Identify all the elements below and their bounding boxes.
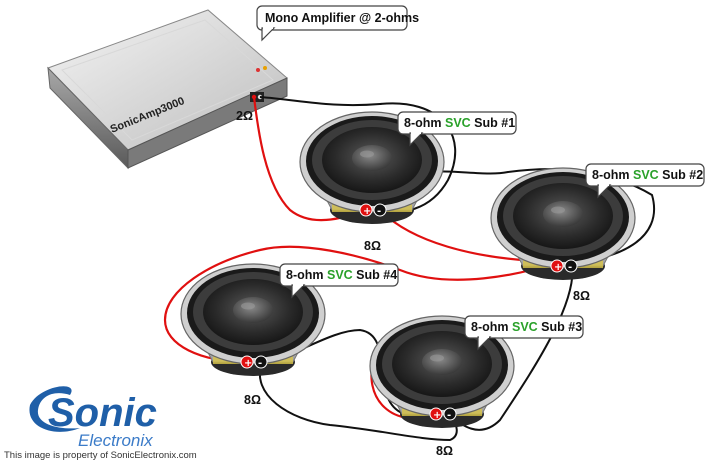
sub-4-number: Sub #4 bbox=[353, 268, 398, 282]
subwoofer-callouts: 8-ohm SVC Sub #18-ohm SVC Sub #28-ohm SV… bbox=[279, 111, 705, 351]
svg-text:+: + bbox=[244, 358, 252, 369]
svg-text:-: - bbox=[568, 262, 572, 273]
subwoofers: +-8Ω+-8Ω+-8Ω+-8Ω bbox=[180, 111, 636, 458]
logo-swoosh-icon bbox=[29, 386, 80, 432]
sonic-electronix-logo: Sonic Electronix bbox=[29, 386, 157, 450]
sub-3-impedance-label: 8Ω bbox=[436, 444, 453, 458]
amplifier-callout-text: Mono Amplifier @ 2-ohms bbox=[265, 11, 419, 25]
sub-1-callout: 8-ohm SVC Sub #1 bbox=[397, 111, 517, 147]
sub-2-coil-type: SVC bbox=[633, 168, 659, 182]
subwoofer-4: +- 8Ω bbox=[180, 263, 326, 407]
sub-4-positive-terminal: + bbox=[240, 355, 254, 369]
svg-text:-: - bbox=[377, 206, 381, 217]
sub4-negative-loop-wire bbox=[259, 361, 458, 442]
sub-3-number: Sub #3 bbox=[538, 320, 583, 334]
sub-2-number: Sub #2 bbox=[659, 168, 704, 182]
sub-4-impedance-rating: 8-ohm bbox=[286, 268, 327, 282]
amplifier-callout: Mono Amplifier @ 2-ohms bbox=[256, 5, 419, 42]
sub-1-number: Sub #1 bbox=[471, 116, 516, 130]
sub-4-impedance-label: 8Ω bbox=[244, 393, 261, 407]
sub2-to-sub3-negative-wire bbox=[449, 261, 574, 431]
sub-3-callout-text: 8-ohm SVC Sub #3 bbox=[471, 320, 582, 334]
sub-2-impedance-rating: 8-ohm bbox=[592, 168, 633, 182]
sub-2-negative-terminal: - bbox=[564, 259, 578, 273]
subwoofer-3: +- 8Ω bbox=[369, 315, 515, 458]
sub-4-callout-text: 8-ohm SVC Sub #4 bbox=[286, 268, 397, 282]
sub-2-callout: 8-ohm SVC Sub #2 bbox=[585, 163, 705, 199]
svg-text:+: + bbox=[554, 262, 562, 273]
subwoofer-1: +- 8Ω bbox=[299, 111, 445, 253]
svg-text:-: - bbox=[447, 410, 451, 421]
sub-2-callout-text: 8-ohm SVC Sub #2 bbox=[592, 168, 703, 182]
sub-3-positive-terminal: + bbox=[429, 407, 443, 421]
svg-text:+: + bbox=[433, 410, 441, 421]
sub-1-negative-terminal: - bbox=[373, 203, 387, 217]
amp-speaker-terminals bbox=[250, 92, 264, 102]
sub-3-negative-terminal: - bbox=[443, 407, 457, 421]
svg-text:-: - bbox=[258, 358, 262, 369]
sub-3-callout: 8-ohm SVC Sub #3 bbox=[464, 315, 584, 351]
logo-name: Sonic bbox=[48, 391, 157, 435]
sub-1-positive-terminal: + bbox=[359, 203, 373, 217]
subwoofer-2: +- 8Ω bbox=[490, 167, 636, 303]
footer-credit: This image is property of SonicElectroni… bbox=[4, 450, 197, 461]
sub-4-callout: 8-ohm SVC Sub #4 bbox=[279, 263, 399, 299]
sub-2-positive-terminal: + bbox=[550, 259, 564, 273]
svg-text:+: + bbox=[363, 206, 371, 217]
sub-4-coil-type: SVC bbox=[327, 268, 353, 282]
sub-1-coil-type: SVC bbox=[445, 116, 471, 130]
sub-1-callout-text: 8-ohm SVC Sub #1 bbox=[404, 116, 515, 130]
mono-amplifier: SonicAmp3000 bbox=[47, 9, 288, 170]
sub-3-coil-type: SVC bbox=[512, 320, 538, 334]
sub-1-impedance-label: 8Ω bbox=[364, 239, 381, 253]
amplifier-load-label: 2Ω bbox=[236, 109, 253, 123]
sub-3-impedance-rating: 8-ohm bbox=[471, 320, 512, 334]
sub-2-impedance-label: 8Ω bbox=[573, 289, 590, 303]
sub-1-impedance-rating: 8-ohm bbox=[404, 116, 445, 130]
sub2-to-sub4-positive-wire bbox=[163, 245, 559, 364]
logo-sub: Electronix bbox=[78, 431, 153, 450]
sub-4-negative-terminal: - bbox=[254, 355, 268, 369]
